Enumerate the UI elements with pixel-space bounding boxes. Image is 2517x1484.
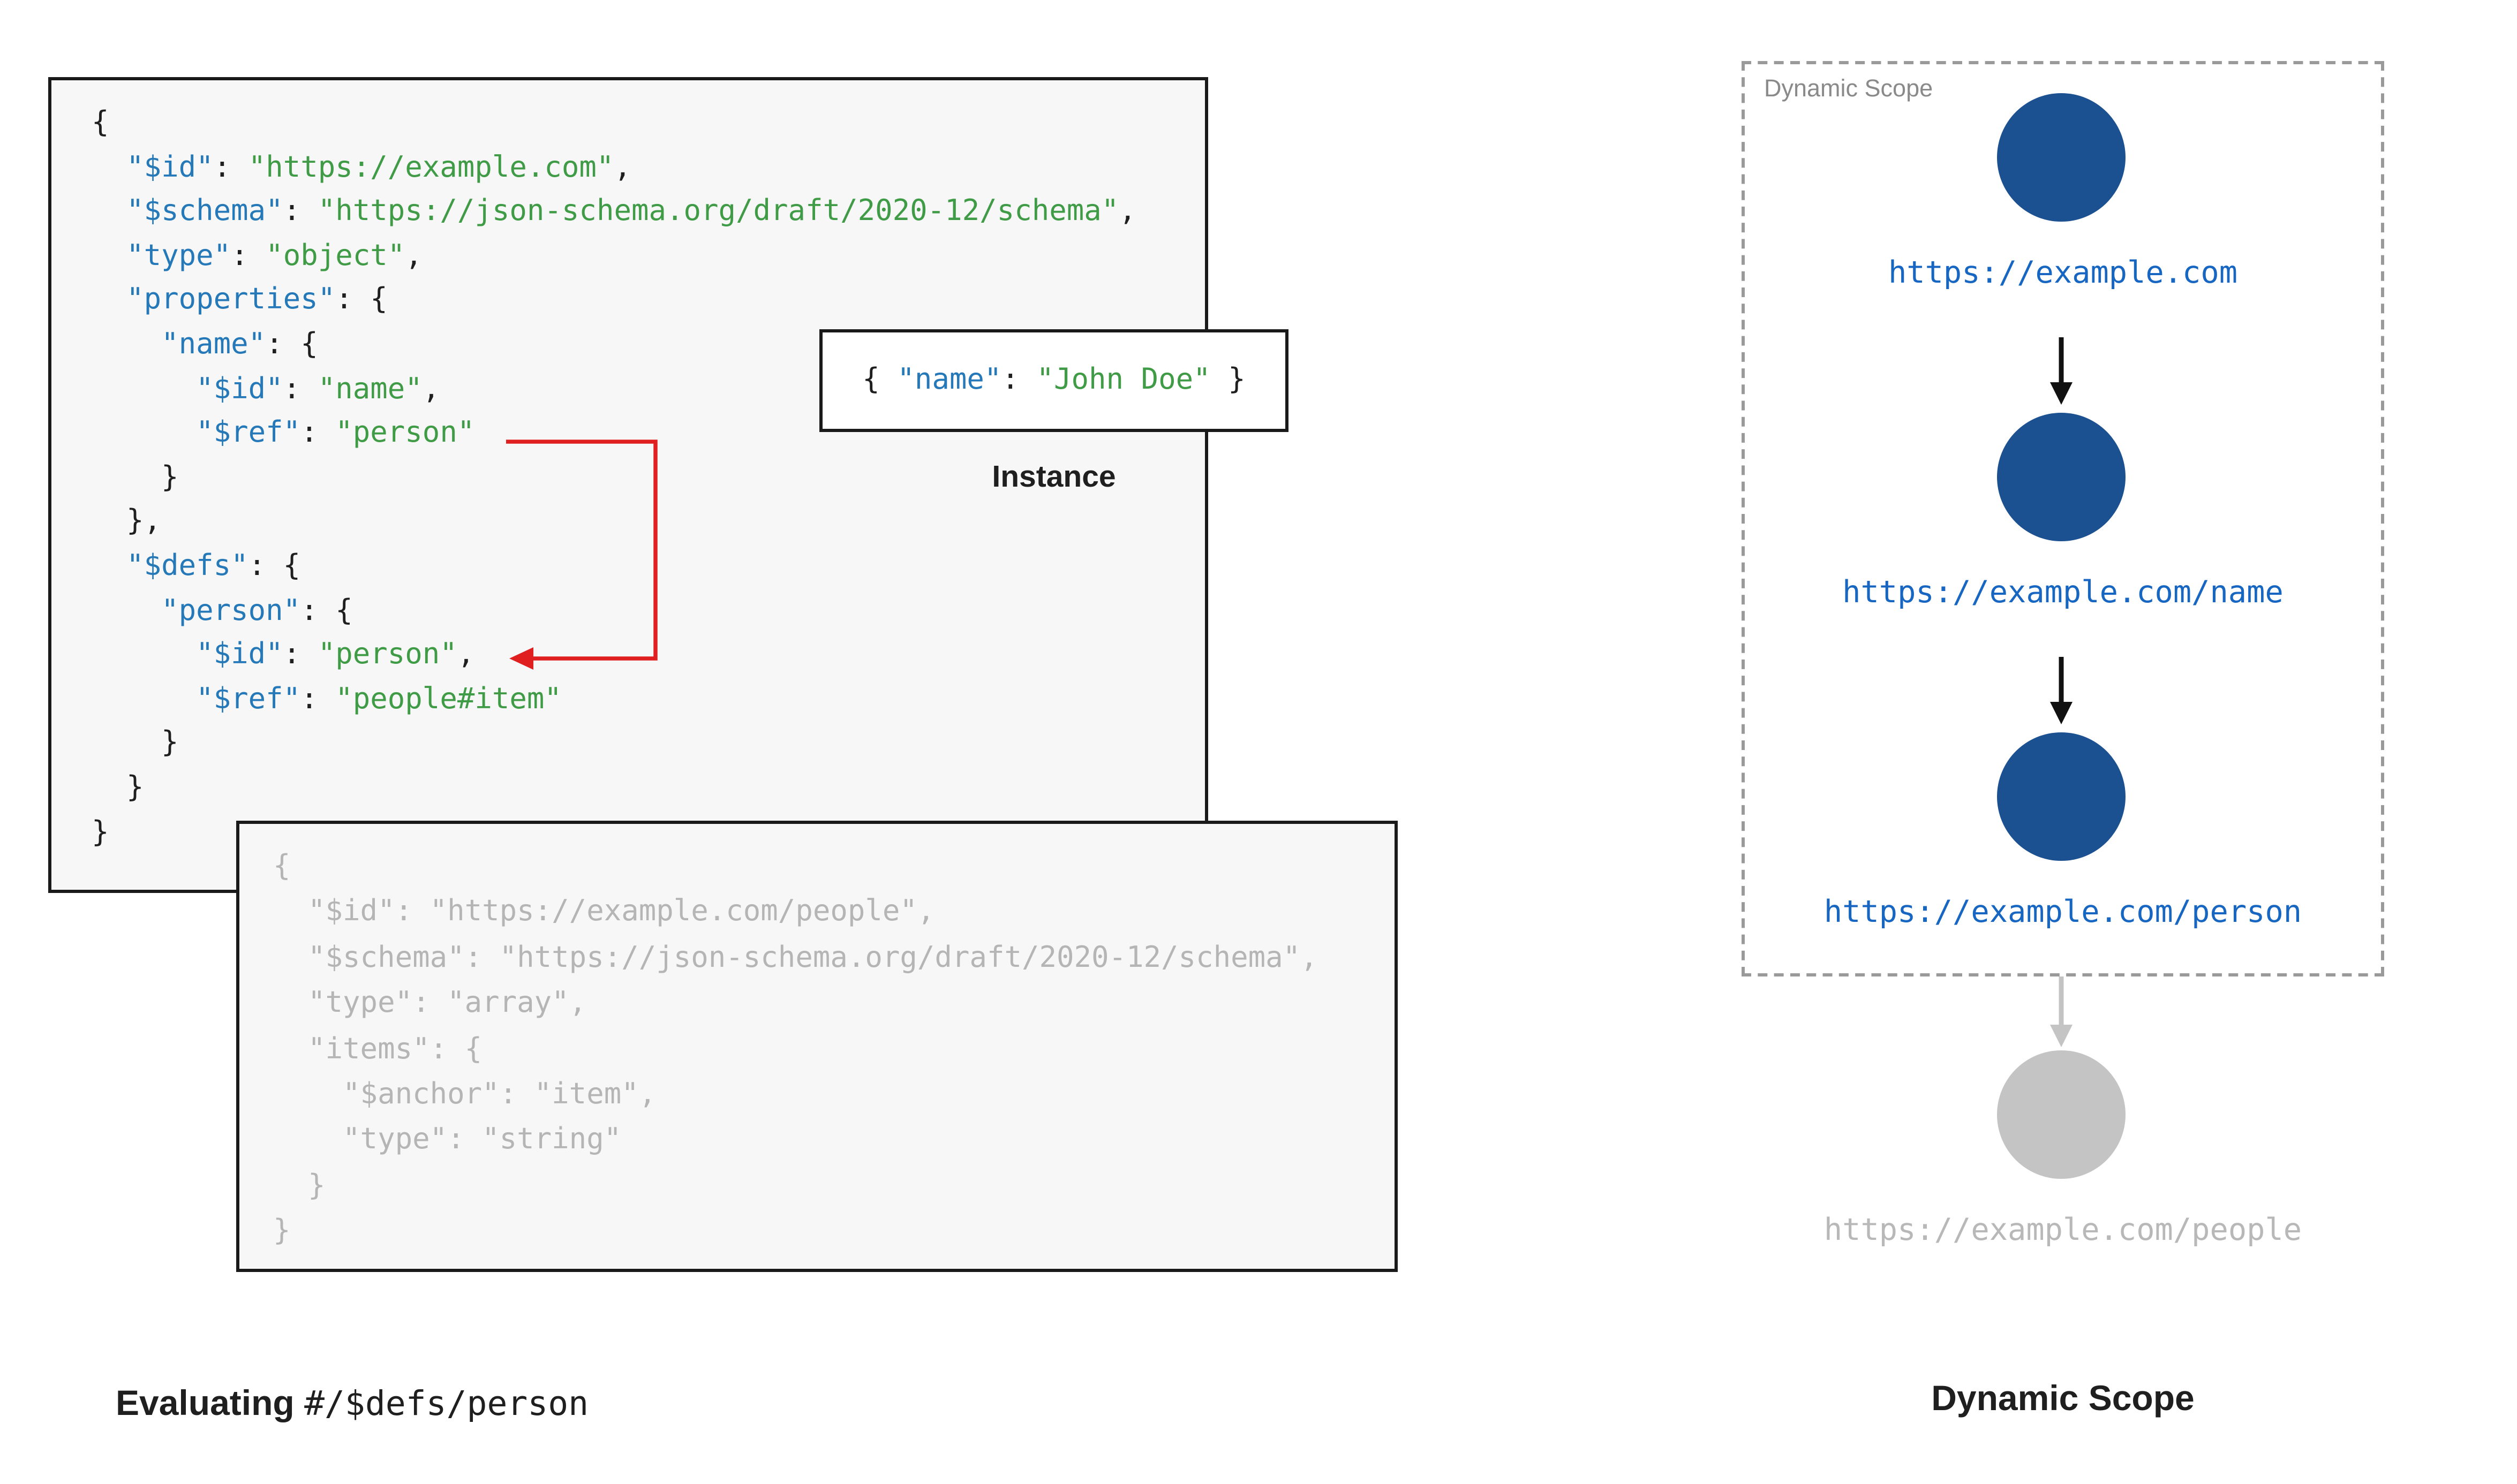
scope-node-person-circle	[1997, 732, 2126, 861]
scope-node-root-label: https://example.com	[1888, 255, 2238, 291]
scope-node-root-circle	[1997, 93, 2126, 222]
dynamic-scope-box	[1742, 61, 2384, 976]
people-schema-box: { "$id": "https://example.com/people", "…	[236, 821, 1398, 1272]
root-schema-box: { "$id": "https://example.com", "$schema…	[48, 77, 1208, 893]
people-schema-code: { "$id": "https://example.com/people", "…	[273, 850, 1318, 1248]
left-caption-pointer: #/$defs/person	[304, 1384, 589, 1423]
instance-box: { "name": "John Doe" }	[819, 329, 1288, 432]
instance-code: { "name": "John Doe" }	[862, 363, 1246, 397]
scope-node-person-label: https://example.com/person	[1823, 895, 2302, 930]
left-caption-bold: Evaluating	[116, 1383, 305, 1423]
scope-arrow-1-icon	[2050, 337, 2073, 405]
dynamic-scope-box-label: Dynamic Scope	[1764, 75, 1933, 103]
left-caption: Evaluating #/$defs/person	[116, 1383, 589, 1425]
scope-node-name-label: https://example.com/name	[1842, 575, 2284, 610]
right-caption: Dynamic Scope	[1931, 1378, 2195, 1418]
scope-arrow-people-icon	[2050, 976, 2073, 1047]
ref-resolution-arrow-icon	[506, 440, 658, 670]
scope-node-people-label: https://example.com/people	[1823, 1213, 2302, 1248]
scope-node-people-circle	[1997, 1050, 2126, 1179]
root-schema-code: { "$id": "https://example.com", "$schema…	[92, 106, 1136, 849]
scope-node-name-circle	[1997, 413, 2126, 541]
instance-label: Instance	[992, 461, 1116, 495]
scope-arrow-2-icon	[2050, 657, 2073, 724]
